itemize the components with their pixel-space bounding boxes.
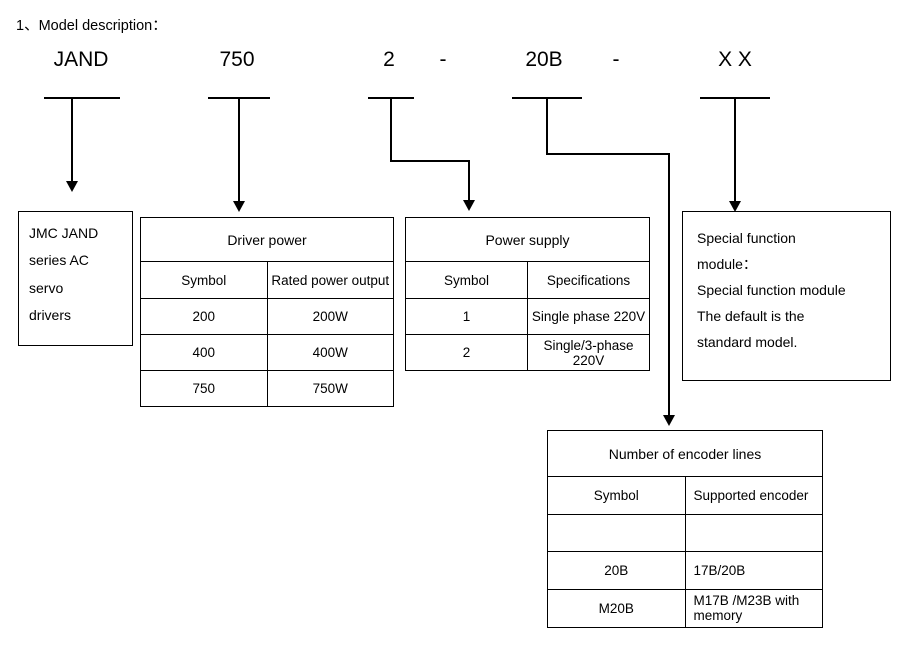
page-title: 1、Model description： xyxy=(16,18,167,34)
leader-supply-vertical-2 xyxy=(468,160,470,202)
encoder-symbol-20b: 20B xyxy=(547,550,686,590)
code-part-jand: JAND xyxy=(53,48,109,71)
table-row: M20B M17B /M23B with memory xyxy=(547,588,823,629)
code-part-power: 750 xyxy=(219,48,255,71)
encoder-header: Number of encoder lines xyxy=(547,429,823,478)
series-line-1: JMC JAND xyxy=(29,225,99,241)
table-row: 750 750W xyxy=(140,370,394,407)
leader-power-vertical xyxy=(238,97,240,203)
code-separator-2: - xyxy=(612,48,620,71)
driver-power-value-400: 400W xyxy=(266,334,394,371)
table-row: 20B 17B/20B xyxy=(547,550,823,590)
leader-special-arrow xyxy=(729,201,741,212)
driver-power-header: Driver power xyxy=(140,217,394,262)
power-supply-value-2: Single/3-phase 220V xyxy=(527,334,650,371)
encoder-col-symbol: Symbol xyxy=(547,476,686,516)
table-row xyxy=(547,514,823,552)
series-line-3: servo xyxy=(29,279,64,296)
power-supply-value-1: Single phase 220V xyxy=(527,298,650,335)
underline-jand xyxy=(44,97,120,99)
leader-special-vertical xyxy=(734,97,736,203)
leader-encoder-vertical-2 xyxy=(668,153,670,417)
encoder-symbol-m20b: M20B xyxy=(547,588,686,629)
leader-jand-arrow xyxy=(66,181,78,192)
driver-power-table: Driver power Symbol Rated power output 2… xyxy=(140,217,394,407)
driver-power-value-750: 750W xyxy=(266,370,394,407)
leader-supply-arrow xyxy=(463,200,475,211)
code-part-encoder: 20B xyxy=(525,48,563,71)
table-row: 200 200W xyxy=(140,298,394,335)
leader-encoder-vertical-1 xyxy=(546,97,548,154)
code-separator-1: - xyxy=(439,48,447,71)
power-supply-col-symbol: Symbol xyxy=(405,261,528,299)
power-supply-symbol-2: 2 xyxy=(405,334,528,371)
special-function-line-2: module： xyxy=(697,255,757,272)
power-supply-col-spec: Specifications xyxy=(527,261,650,299)
leader-encoder-horizontal xyxy=(546,153,670,155)
leader-supply-horizontal xyxy=(390,160,470,162)
leader-supply-vertical-1 xyxy=(390,97,392,161)
driver-power-symbol-750: 750 xyxy=(140,370,268,407)
driver-power-col-symbol: Symbol xyxy=(140,261,268,299)
power-supply-symbol-1: 1 xyxy=(405,298,528,335)
special-function-line-1: Special function xyxy=(697,230,796,246)
special-function-line-4: The default is the xyxy=(697,307,805,324)
special-function-box: Special function module： Special functio… xyxy=(682,211,891,381)
encoder-symbol-blank xyxy=(547,514,686,552)
table-row: 2 Single/3-phase 220V xyxy=(405,334,650,371)
code-part-supply: 2 xyxy=(383,48,395,71)
leader-power-arrow xyxy=(233,201,245,212)
power-supply-header: Power supply xyxy=(405,217,650,262)
table-row: 1 Single phase 220V xyxy=(405,298,650,335)
driver-power-symbol-400: 400 xyxy=(140,334,268,371)
encoder-value-m20b: M17B /M23B with memory xyxy=(684,588,823,629)
series-description-box: JMC JAND series AC servo drivers xyxy=(18,211,133,346)
series-line-2: series AC xyxy=(29,252,89,269)
driver-power-symbol-200: 200 xyxy=(140,298,268,335)
encoder-value-20b: 17B/20B xyxy=(684,550,823,590)
driver-power-value-200: 200W xyxy=(266,298,394,335)
series-line-4: drivers xyxy=(29,306,72,323)
power-supply-table: Power supply Symbol Specifications 1 Sin… xyxy=(405,217,650,371)
leader-jand-vertical xyxy=(71,97,73,183)
leader-encoder-arrow xyxy=(663,415,675,426)
table-row: 400 400W xyxy=(140,334,394,371)
special-function-line-3: Special function module xyxy=(697,281,846,298)
encoder-col-supported: Supported encoder xyxy=(684,476,823,516)
special-function-line-5: standard model. xyxy=(697,333,798,350)
encoder-lines-table: Number of encoder lines Symbol Supported… xyxy=(547,429,823,629)
encoder-value-blank xyxy=(684,514,823,552)
code-part-special: X X xyxy=(718,48,752,71)
driver-power-col-rated: Rated power output xyxy=(266,261,394,299)
